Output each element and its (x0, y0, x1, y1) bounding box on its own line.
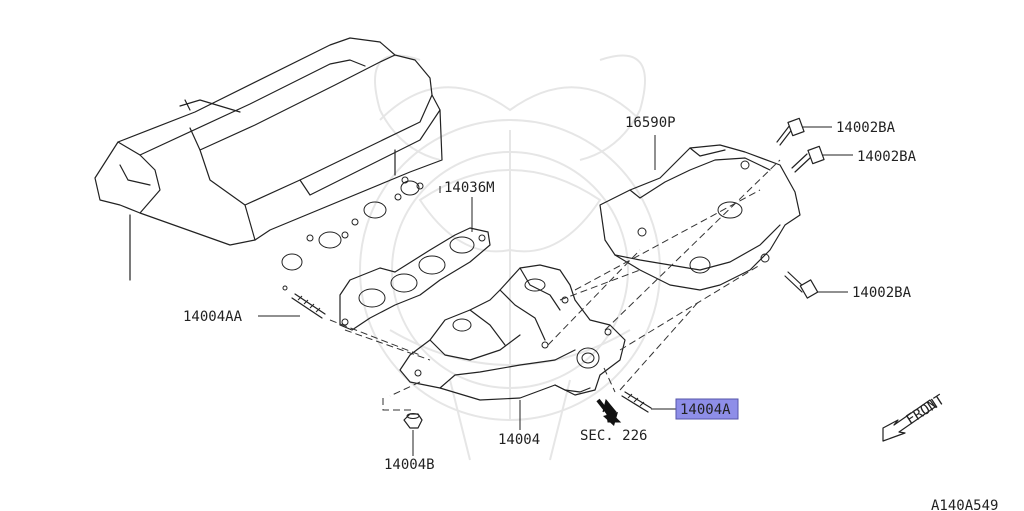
label-gasket[interactable]: 14036M (444, 180, 495, 196)
heat-shield-drawing (599, 144, 801, 291)
heat-shield-bolts (776, 117, 825, 299)
cylinder-head-drawing (94, 37, 443, 281)
label-stud-left[interactable]: 14004AA (183, 309, 243, 325)
label-front: FRONT (903, 392, 948, 429)
label-section-ref[interactable]: SEC. 226 (580, 428, 647, 444)
label-bolt-low[interactable]: 14002BA (852, 285, 912, 301)
label-stud-right[interactable]: 14004A (680, 402, 731, 418)
label-bolt-mid[interactable]: 14002BA (857, 149, 917, 165)
stud-left-drawing (282, 285, 326, 319)
nut-drawing (403, 413, 423, 429)
label-cover[interactable]: 16590P (625, 115, 676, 131)
label-manifold[interactable]: 14004 (498, 432, 540, 448)
highlight-box (675, 398, 739, 420)
bolt-mid-drawing (791, 145, 825, 173)
label-bolt-top[interactable]: 14002BA (836, 120, 896, 136)
label-nut[interactable]: 14004B (384, 457, 435, 473)
bolt-low-drawing (784, 271, 819, 299)
exhaust-manifold-drawing (399, 264, 626, 401)
head-ports (281, 176, 424, 271)
front-arrow-icon (882, 399, 936, 442)
watermark-emblem (359, 54, 661, 461)
stud-right-drawing (621, 391, 652, 413)
section-arrow (596, 398, 622, 426)
bolt-top-drawing (776, 117, 805, 146)
manifold-gasket-drawing (339, 227, 491, 331)
figure-code: A140A549 (931, 498, 998, 511)
leader-lines (258, 126, 853, 456)
assembly-lines (329, 159, 781, 411)
